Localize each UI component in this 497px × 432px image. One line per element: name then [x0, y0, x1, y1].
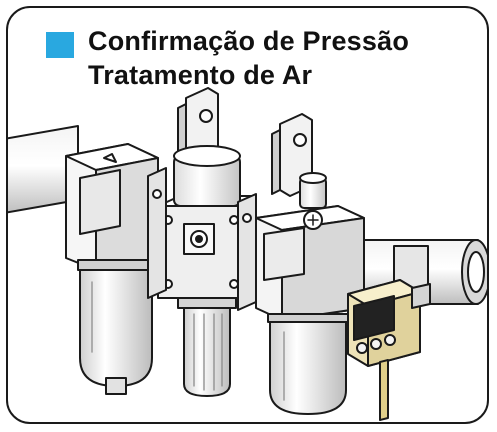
air-treatment-unit-illustration: [8, 87, 487, 421]
pressure-sensor: [347, 279, 431, 421]
clamp-right: [237, 193, 257, 311]
lubricator-unit: [255, 172, 365, 415]
sensor-cable: [379, 359, 389, 421]
filter-unit: [65, 143, 159, 395]
diagram-card: Confirmação de Pressão Tratamento de Ar: [6, 6, 489, 424]
title-line-1: Confirmação de Pressão: [88, 26, 410, 56]
clamp-left: [147, 167, 167, 299]
accent-square-icon: [46, 32, 74, 58]
regulator-unit: [157, 145, 255, 397]
sensor-display: [353, 295, 395, 341]
title-line-2: Tratamento de Ar: [88, 60, 313, 90]
